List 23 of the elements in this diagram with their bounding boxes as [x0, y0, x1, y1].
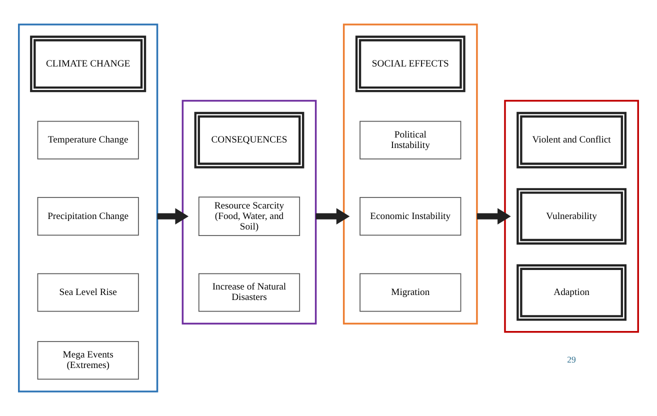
cluster	[18, 24, 158, 392]
arrow	[316, 208, 350, 224]
arrow	[476, 208, 511, 224]
node-box: CONSEQUENCES	[194, 112, 304, 168]
cluster	[504, 100, 639, 333]
node-box: Sea Level Rise	[37, 273, 139, 312]
node-box: SOCIAL EFFECTS	[355, 36, 466, 92]
node-box: Migration	[360, 273, 462, 312]
node-box: Economic Instability	[360, 197, 462, 236]
node-box: Mega Events (Extremes)	[37, 341, 139, 380]
label: 29	[567, 354, 576, 365]
node-box: Temperature Change	[37, 120, 139, 160]
node-box: Political Instability	[360, 120, 462, 160]
cluster	[342, 24, 478, 324]
node-box: Resource Scarcity (Food, Water, and Soil)	[198, 196, 300, 236]
cluster	[182, 100, 317, 324]
node-box: Adaption	[516, 264, 626, 321]
node-box: Precipitation Change	[37, 197, 139, 236]
node-box: CLIMATE CHANGE	[30, 36, 146, 92]
node-box: Vulnerability	[516, 188, 626, 245]
node-box: Violent and Conflict	[516, 112, 626, 168]
node-box: Increase of Natural Disasters	[198, 273, 300, 312]
arrow	[157, 208, 189, 224]
